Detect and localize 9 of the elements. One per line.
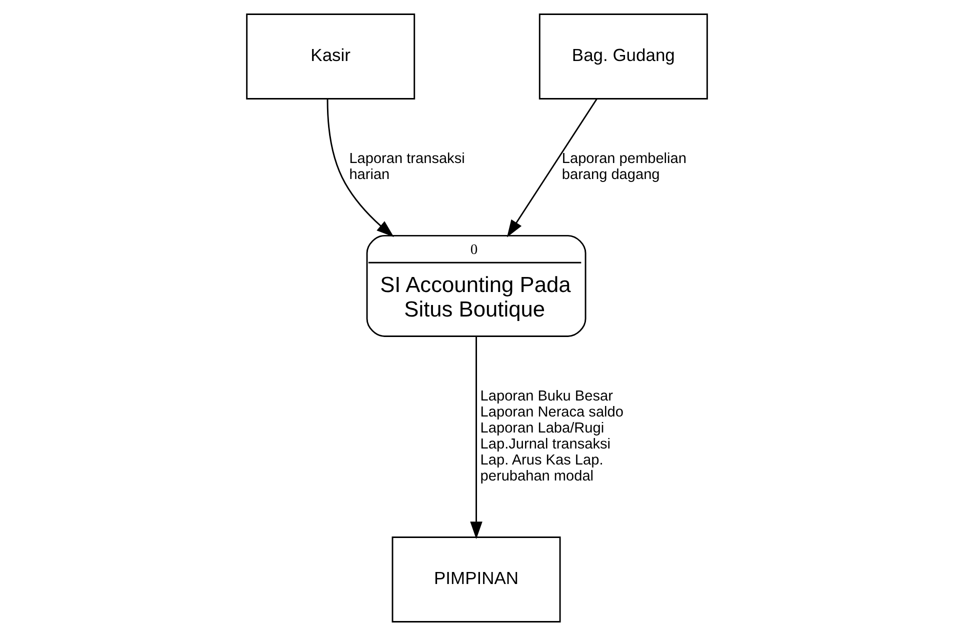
edge-label: Laporan pembelian barang dagang bbox=[561, 150, 686, 183]
edge-label: Laporan transaksi harian bbox=[348, 150, 464, 183]
edge-label: Laporan Buku Besar Laporan Neraca saldo Laporan Laba/Rugi Lap.Jurnal transaksi Lap. Arus Kas Lap. perubahan modal bbox=[480, 388, 623, 484]
node-box: Bag. Gudang bbox=[538, 14, 708, 100]
arrow bbox=[506, 98, 597, 238]
arrow bbox=[326, 98, 394, 238]
node-box: Kasir bbox=[246, 14, 415, 100]
arrow bbox=[470, 336, 482, 540]
node-box: PIMPINAN bbox=[391, 536, 560, 622]
